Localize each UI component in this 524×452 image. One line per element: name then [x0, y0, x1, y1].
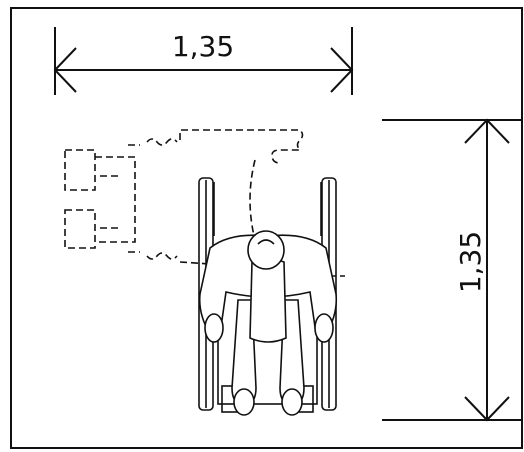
horizontal-dimension-left-arrow	[53, 47, 77, 93]
person-right-foot	[281, 388, 303, 416]
person-left-hand	[204, 313, 224, 343]
footprint-top-edge	[128, 129, 304, 164]
seated-person-top-view	[198, 230, 338, 416]
person-torso	[249, 258, 287, 343]
footprint-bottom-edge	[128, 251, 345, 277]
vertical-dimension-bottom-arrow	[464, 396, 510, 422]
dashed-wheelchair-footprint	[64, 129, 345, 277]
footprint-inner-ticks	[100, 175, 118, 229]
horizontal-dimension-right-arrow	[330, 47, 354, 93]
drawing-border	[10, 7, 523, 449]
person-right-hand	[314, 313, 334, 343]
vertical-dimension-top-arrow	[464, 118, 510, 144]
vertical-dimension-label: 1,35	[454, 231, 487, 293]
person-left-foot	[233, 388, 255, 416]
footprint-back-frame	[95, 156, 136, 243]
vertical-dimension	[382, 118, 522, 422]
footprint-upper-block	[64, 149, 96, 191]
footprint-inner-curve	[249, 159, 256, 241]
footprint-lower-block	[64, 209, 96, 249]
horizontal-dimension	[53, 27, 354, 95]
horizontal-dimension-label: 1,35	[172, 30, 234, 63]
person-head-detail	[257, 239, 275, 245]
person-head	[247, 230, 285, 270]
